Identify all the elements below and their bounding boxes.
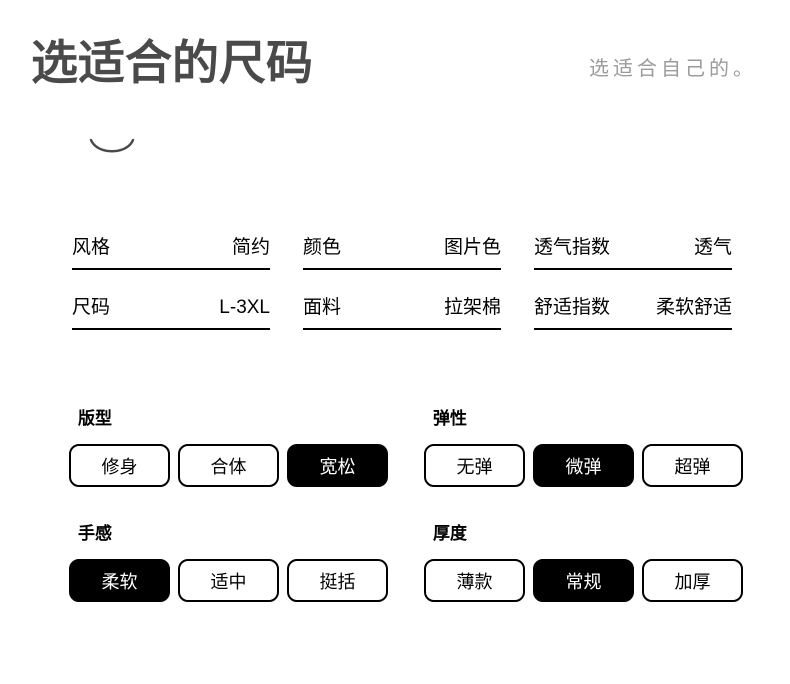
- spec-value: 简约: [231, 237, 270, 258]
- spec-label: 舒适指数: [534, 297, 611, 318]
- spec-table-row: 风格 简约 颜色 图片色 透气指数 透气: [72, 232, 732, 270]
- spec-label: 面料: [303, 297, 342, 318]
- option-group-handfeel: 手感 柔软 适中 挺括: [69, 519, 415, 602]
- option-chip-thick[interactable]: 加厚: [642, 559, 743, 602]
- spec-cell-style: 风格 简约: [72, 232, 270, 270]
- spec-value: 图片色: [443, 237, 501, 258]
- spec-cell-comfort: 舒适指数 柔软舒适: [534, 292, 732, 330]
- spec-table: 风格 简约 颜色 图片色 透气指数 透气 尺码 L-3XL 面料 拉架棉 舒适指…: [72, 232, 732, 330]
- option-chip-moderate[interactable]: 适中: [178, 559, 279, 602]
- option-chip-normal[interactable]: 常规: [533, 559, 634, 602]
- option-group-elasticity: 弹性 无弹 微弹 超弹: [415, 404, 761, 487]
- option-group-thickness: 厚度 薄款 常规 加厚: [415, 519, 761, 602]
- spec-table-row: 尺码 L-3XL 面料 拉架棉 舒适指数 柔软舒适: [72, 292, 732, 330]
- option-chip-regular-fit[interactable]: 合体: [178, 444, 279, 487]
- spec-label: 尺码: [72, 297, 111, 318]
- spec-label: 透气指数: [534, 237, 611, 258]
- page-header: 选适合的尺码 选适合自己的。: [0, 0, 790, 120]
- option-chip-list: 柔软 适中 挺括: [69, 559, 415, 602]
- option-group-label: 版型: [78, 409, 112, 428]
- option-chip-soft[interactable]: 柔软: [69, 559, 170, 602]
- option-chip-slim[interactable]: 修身: [69, 444, 170, 487]
- option-chip-high-stretch[interactable]: 超弹: [642, 444, 743, 487]
- option-group-fit: 版型 修身 合体 宽松: [69, 404, 415, 487]
- spec-label: 风格: [72, 237, 111, 258]
- spec-cell-size: 尺码 L-3XL: [72, 292, 270, 330]
- option-chip-crisp[interactable]: 挺括: [287, 559, 388, 602]
- spec-value: 拉架棉: [443, 297, 501, 318]
- option-chip-list: 薄款 常规 加厚: [424, 559, 761, 602]
- option-group-label: 厚度: [433, 524, 467, 543]
- spec-value: 透气: [693, 237, 732, 258]
- option-chip-list: 修身 合体 宽松: [69, 444, 415, 487]
- option-groups-area: 版型 修身 合体 宽松 弹性 无弹 微弹 超弹 手感 柔软 适中 挺括: [69, 404, 743, 602]
- option-chip-thin[interactable]: 薄款: [424, 559, 525, 602]
- smile-arc-icon: [89, 138, 135, 160]
- option-chip-loose[interactable]: 宽松: [287, 444, 388, 487]
- spec-cell-fabric: 面料 拉架棉: [303, 292, 501, 330]
- option-chip-no-stretch[interactable]: 无弹: [424, 444, 525, 487]
- option-group-label: 手感: [78, 524, 112, 543]
- page-subtitle: 选适合自己的。: [589, 58, 757, 80]
- spec-cell-breathability: 透气指数 透气: [534, 232, 732, 270]
- page-title: 选适合的尺码: [31, 36, 313, 89]
- spec-value: 柔软舒适: [655, 297, 732, 318]
- spec-cell-color: 颜色 图片色: [303, 232, 501, 270]
- option-chip-slight-stretch[interactable]: 微弹: [533, 444, 634, 487]
- spec-label: 颜色: [303, 237, 342, 258]
- option-group-label: 弹性: [433, 409, 467, 428]
- spec-value: L-3XL: [219, 297, 270, 318]
- option-chip-list: 无弹 微弹 超弹: [424, 444, 761, 487]
